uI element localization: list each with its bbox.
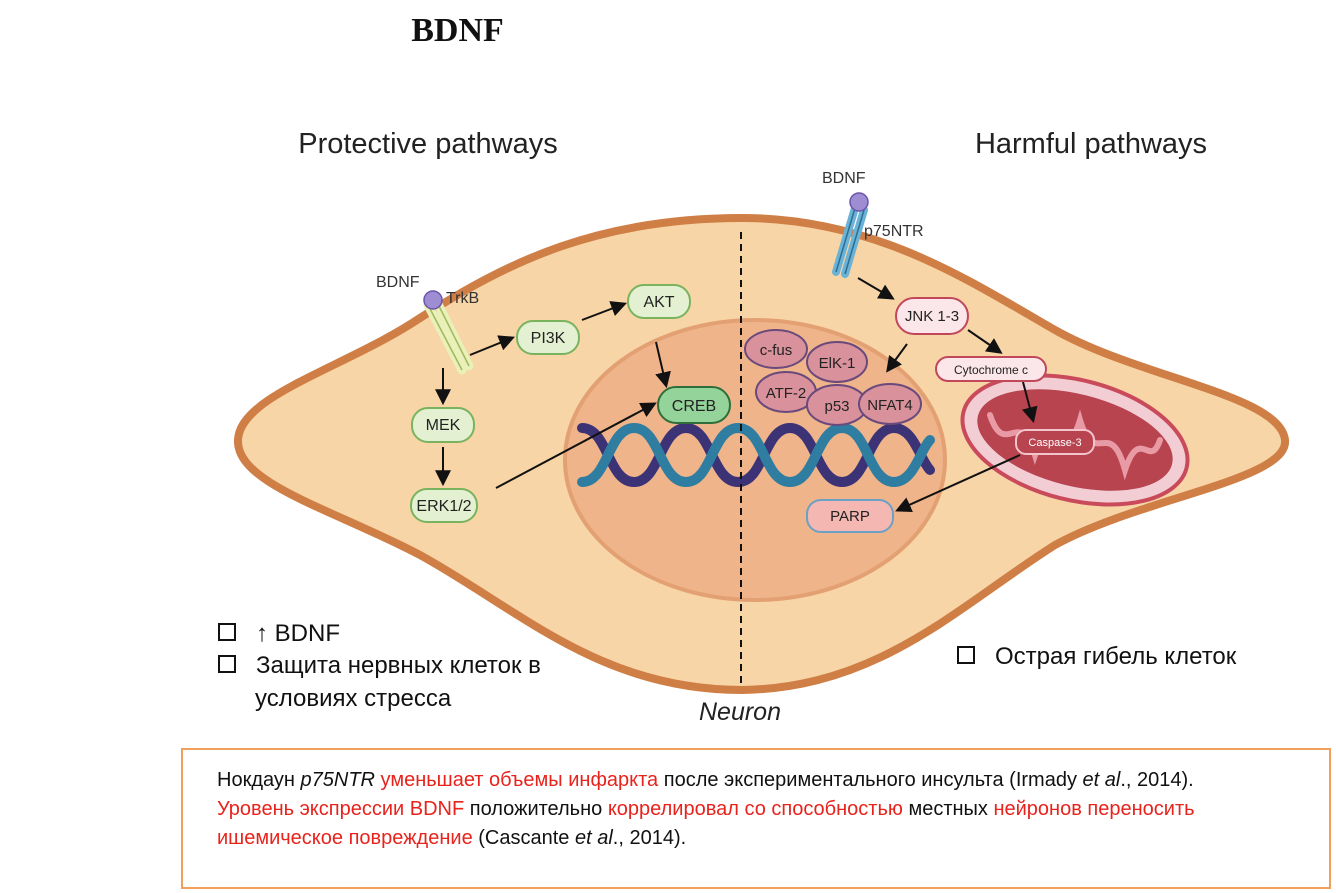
cytochrome-node xyxy=(935,356,1047,382)
p75ntr-label: p75NTR xyxy=(864,223,924,240)
note-highlight: нейронов переносить ишемическое поврежде… xyxy=(217,798,1195,849)
bullet-checkbox-icon xyxy=(957,645,975,664)
erk-label: ERK1/2 xyxy=(416,498,471,515)
arrow-erk-creb xyxy=(495,402,657,489)
pathway-arrows xyxy=(435,277,1038,513)
bullet-text: Защита нервных клеток в xyxy=(256,652,541,679)
caspase-label: Caspase-3 xyxy=(1028,437,1081,449)
arrow-p75-jnk xyxy=(857,277,895,300)
p75ntr-receptor xyxy=(832,192,869,278)
bullet-checkbox-icon xyxy=(218,654,236,673)
bullet-protection-cont: условиях стресса xyxy=(255,685,452,712)
arrow-cytochrome-caspase xyxy=(1022,381,1038,424)
bullet-text: Острая гибель клеток xyxy=(995,643,1237,670)
note-text: (Cascante xyxy=(472,827,575,849)
right-bdnf-label: BDNF xyxy=(822,170,866,187)
elk-label: ElK-1 xyxy=(819,355,856,372)
note-text: местных xyxy=(902,798,994,820)
note-text: положительно xyxy=(464,798,608,820)
left-bdnf-label: BDNF xyxy=(376,274,420,291)
bullet-acute-death: Острая гибель клеток xyxy=(957,640,1236,673)
note-highlight: уменьшает объемы инфаркта xyxy=(380,769,659,791)
elk-node xyxy=(806,341,868,383)
arrow-caspase-parp xyxy=(895,454,1021,513)
nfat4-label: NFAT4 xyxy=(867,397,913,414)
p53-label: p53 xyxy=(824,398,849,415)
arrow-akt-creb xyxy=(655,341,671,389)
arrow-pi3k-akt xyxy=(581,301,627,321)
akt-label: AKT xyxy=(643,294,674,311)
bullet-bdnf-up: ↑ BDNF xyxy=(218,617,340,650)
references-note: Нокдаун p75NTR уменьшает объемы инфаркта… xyxy=(181,748,1331,889)
note-etal: et al xyxy=(574,827,613,849)
atf2-label: ATF-2 xyxy=(766,385,807,402)
note-etal: et al xyxy=(1082,769,1121,791)
caspase-node xyxy=(1015,429,1095,455)
parp-node xyxy=(806,499,894,533)
creb-node xyxy=(657,386,731,424)
dna-helix xyxy=(577,422,935,488)
parp-label: PARP xyxy=(830,508,870,525)
pi3k-node xyxy=(516,320,580,355)
arrow-trkb-pi3k xyxy=(469,335,515,356)
protective-heading: Protective pathways xyxy=(298,128,558,160)
trkb-receptor xyxy=(423,290,474,375)
neuron-label: Neuron xyxy=(699,698,781,726)
note-highlight: коррелировал со способностью xyxy=(607,798,903,820)
cfus-node xyxy=(744,329,808,369)
harmful-heading: Harmful pathways xyxy=(975,128,1207,160)
note-text: после экспериментального инсульта (Irmad… xyxy=(658,769,1083,791)
cytochrome-label: Cytochrome c xyxy=(954,363,1028,377)
erk-node xyxy=(410,488,478,523)
note-highlight: Уровень экспрессии BDNF xyxy=(217,798,465,820)
akt-node xyxy=(627,284,691,319)
bullet-protection: Защита нервных клеток в xyxy=(218,649,541,682)
cfus-label: c-fus xyxy=(760,342,793,359)
bullet-text: ↑ BDNF xyxy=(256,620,340,647)
harmful-nodes: JNK 1-3 Cytochrome c Caspase-3 PARP c-fu… xyxy=(744,297,1095,533)
slide-title: BDNF xyxy=(411,12,504,49)
mek-label: MEK xyxy=(426,417,461,434)
nfat4-node xyxy=(858,383,922,425)
mek-node xyxy=(411,407,475,443)
protective-nodes: PI3K AKT MEK ERK1/2 CREB xyxy=(410,284,731,523)
creb-label: CREB xyxy=(672,398,716,415)
note-text: ., 2014). xyxy=(1120,769,1194,791)
arrow-jnk-cytochrome xyxy=(967,329,1003,354)
note-text: Нокдаун xyxy=(217,769,301,791)
trkb-label: TrkB xyxy=(446,290,479,307)
note-text: ., 2014). xyxy=(612,827,687,849)
jnk-label: JNK 1-3 xyxy=(905,308,959,325)
bullet-checkbox-icon xyxy=(218,622,236,641)
pi3k-label: PI3K xyxy=(531,330,566,347)
jnk-node xyxy=(895,297,969,335)
note-gene: p75NTR xyxy=(300,769,375,791)
arrow-jnk-nfat4 xyxy=(886,343,908,373)
